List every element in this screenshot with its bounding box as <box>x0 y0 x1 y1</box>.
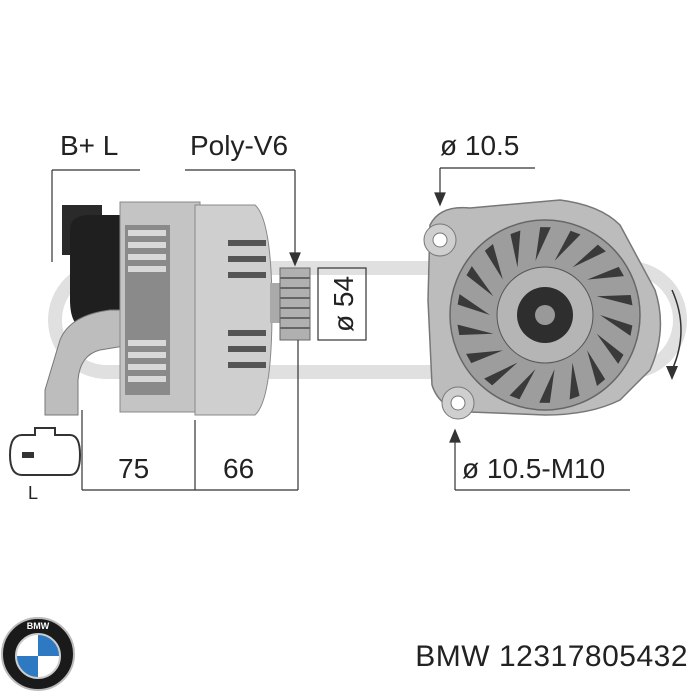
fan-slot <box>466 266 494 297</box>
fan-slot <box>600 315 633 336</box>
svg-text:BMW: BMW <box>27 621 50 631</box>
fan-slot <box>587 350 606 386</box>
bottom-hole-label: ø 10.5-M10 <box>462 453 606 484</box>
fan-slot <box>596 333 624 364</box>
dimension-66-label: 66 <box>223 453 255 484</box>
fan-slot <box>466 350 503 364</box>
fan-slot <box>596 295 633 306</box>
fan-slot <box>484 362 518 386</box>
brand-name: BMW <box>415 640 491 673</box>
fan-slot <box>484 244 503 280</box>
alternator-side-view <box>44 201 311 416</box>
fan-slot <box>457 324 494 335</box>
fan-slot <box>569 362 580 400</box>
fan-slot <box>509 369 536 400</box>
fan-slot <box>539 369 555 403</box>
dimension-75-label: 75 <box>118 453 150 484</box>
pulley-type-label: Poly-V6 <box>190 130 289 161</box>
fan-slot <box>457 294 490 315</box>
fan-slot <box>535 227 551 261</box>
fan-slot <box>554 230 581 261</box>
pulley-diameter-label: ø 54 <box>328 276 359 332</box>
part-title: BMW 12317805432 <box>415 640 688 674</box>
bmw-logo: BMW <box>1 617 75 691</box>
fan-slot <box>587 266 624 280</box>
connector-plug-icon <box>8 427 82 476</box>
part-number: 12317805432 <box>498 640 688 673</box>
top-hole-label: ø 10.5 <box>440 130 520 161</box>
fan-slot <box>510 230 521 268</box>
dimension-lines <box>51 167 630 491</box>
fan-slot <box>572 244 606 268</box>
terminals-label: B+ L <box>60 130 119 161</box>
connector-label: L <box>28 483 39 503</box>
alternator-technical-drawing: ø 54 <box>8 167 687 491</box>
alternator-front-view <box>423 199 682 420</box>
